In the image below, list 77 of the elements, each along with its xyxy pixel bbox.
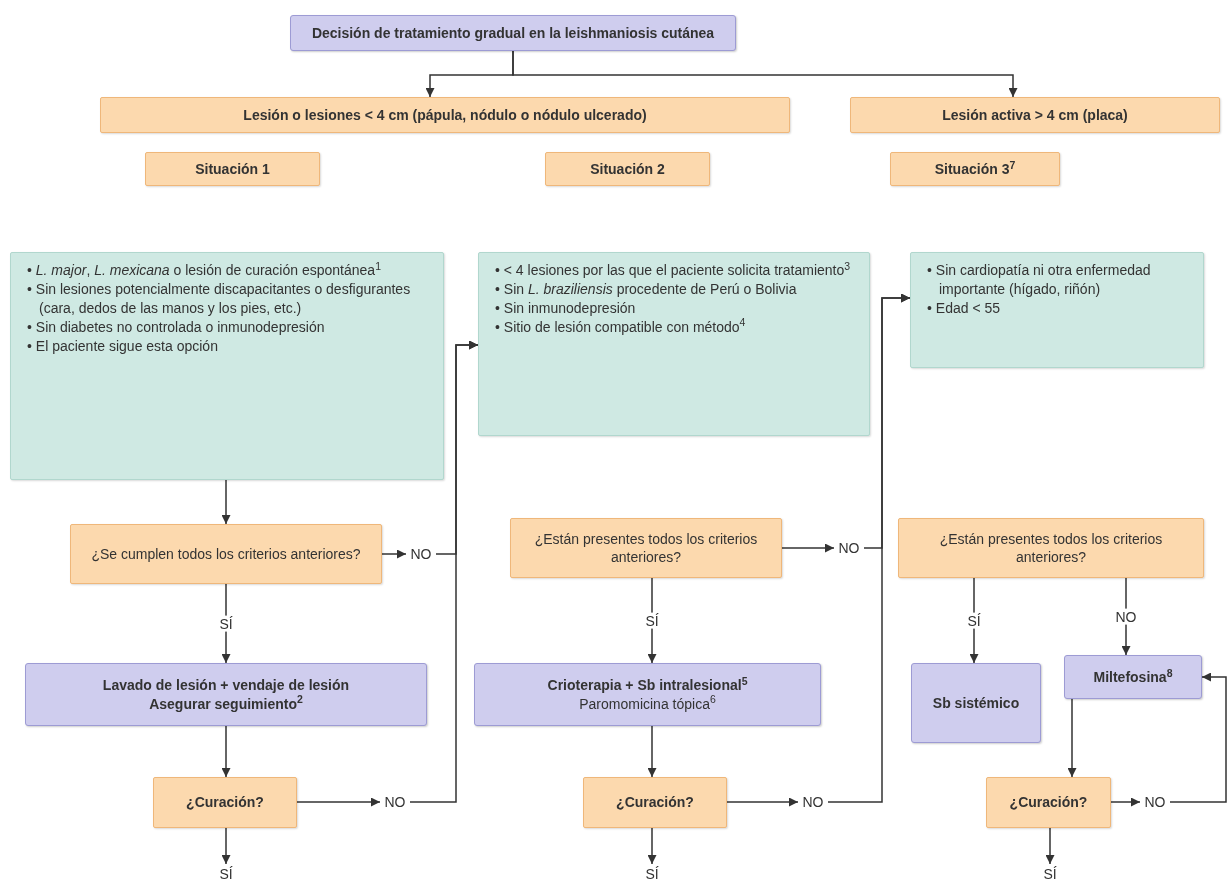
arrow xyxy=(647,827,657,865)
criterion-text: • Sin inmunodepresión xyxy=(495,298,637,318)
question-box xyxy=(986,777,1111,828)
criterion-text: • Sin L. braziliensis procedente de Perú o Bolivia xyxy=(495,279,798,299)
criteria-box xyxy=(910,252,1204,368)
arrow xyxy=(1045,827,1055,865)
box-text: Situación 2 xyxy=(590,159,665,179)
arrow xyxy=(647,725,657,778)
arrow xyxy=(827,293,911,803)
edge-label: SÍ xyxy=(217,615,235,632)
arrow xyxy=(381,549,407,559)
box-text: Situación 3$^{7}$ xyxy=(934,159,1016,179)
criteria-box xyxy=(478,252,870,436)
arrow xyxy=(1110,797,1141,807)
box-text: Situación 1 xyxy=(195,159,270,179)
situation-box xyxy=(890,152,1060,186)
treatment-box xyxy=(474,663,821,726)
arrow xyxy=(647,577,657,664)
box-text: Lesión o lesiones < 4 cm (pápula, nódulo o nódulo ulcerado) xyxy=(243,105,647,125)
arrow xyxy=(409,340,479,803)
treatment-box xyxy=(1064,655,1202,699)
box-text: ¿Curación? xyxy=(1009,793,1088,812)
edge-label: SÍ xyxy=(643,612,661,629)
box-text: ¿Curación? xyxy=(616,793,694,812)
box-text: Sb sistémico xyxy=(932,693,1020,713)
arrow xyxy=(221,479,231,525)
criterion-text: • Sin lesiones potencialmente discapacitantes o desfigurantes (cara, dedos de las manos y los pies, etc.) xyxy=(27,279,412,318)
arrow xyxy=(969,577,979,664)
arrow xyxy=(726,797,799,807)
answer-text: NO xyxy=(838,538,860,558)
question-box xyxy=(510,518,782,578)
answer-text: SÍ xyxy=(219,864,233,884)
box-text: ¿Están presentes todos los criterios anteriores? xyxy=(533,529,759,567)
box-text: Asegurar seguimiento$^{2}$ xyxy=(149,694,303,713)
arrow xyxy=(781,543,835,553)
criterion-text: • El paciente sigue esta opción xyxy=(27,336,219,356)
answer-text: NO xyxy=(410,544,432,564)
box-text: Lesión activa > 4 cm (placa) xyxy=(942,105,1128,125)
criteria-box xyxy=(10,252,444,480)
arrow xyxy=(1169,672,1227,803)
box-text: Paromomicina tópica$^{6}$ xyxy=(579,694,716,713)
answer-text: NO xyxy=(802,792,824,812)
title-box xyxy=(290,15,736,51)
question-box xyxy=(583,777,727,828)
criterion-text: • Sitio de lesión compatible con método$^{4}$ xyxy=(495,317,747,337)
criterion-text: • < 4 lesiones por las que el paciente solicita tratamiento$^{3}$ xyxy=(495,261,852,280)
answer-text: NO xyxy=(1144,792,1166,812)
situation-box xyxy=(145,152,320,186)
criterion-text: • Edad < 55 xyxy=(927,298,1001,318)
question-box xyxy=(153,777,297,828)
edge-label: NO xyxy=(1113,608,1139,625)
question-box xyxy=(70,524,382,584)
box-text: ¿Se cumplen todos los criterios anteriores? xyxy=(91,544,361,564)
category-box xyxy=(850,97,1220,133)
category-box xyxy=(100,97,790,133)
criterion-text: • Sin diabetes no controlada o inmunodepresión xyxy=(27,317,326,337)
question-box xyxy=(898,518,1204,578)
box-text: Miltefosina$^{8}$ xyxy=(1093,667,1173,687)
arrow xyxy=(512,50,1018,98)
box-text: Decisión de tratamiento gradual en la leishmaniosis cutánea xyxy=(311,23,715,43)
treatment-box xyxy=(25,663,427,726)
treatment-box xyxy=(911,663,1041,743)
arrow xyxy=(1067,698,1077,778)
answer-text: SÍ xyxy=(1043,864,1057,884)
criterion-text: • L. major, L. mexicana o lesión de curación espontánea$^{1}$ xyxy=(27,261,382,280)
answer-text: SÍ xyxy=(645,864,659,884)
situation-box xyxy=(545,152,710,186)
box-text: ¿Curación? xyxy=(186,793,264,812)
criterion-text: • Sin cardiopatía ni otra enfermedad importante (hígado, riñón) xyxy=(927,261,1152,299)
box-text: ¿Están presentes todos los criterios anteriores? xyxy=(938,529,1164,567)
edge-label: SÍ xyxy=(965,612,983,629)
arrow xyxy=(296,797,381,807)
arrow xyxy=(221,827,231,865)
answer-text: NO xyxy=(384,792,406,812)
arrow xyxy=(221,725,231,778)
box-text: Crioterapia + Sb intralesional$^{5}$ xyxy=(547,676,748,695)
box-text: Lavado de lesión + vendaje de lesión xyxy=(102,676,350,695)
